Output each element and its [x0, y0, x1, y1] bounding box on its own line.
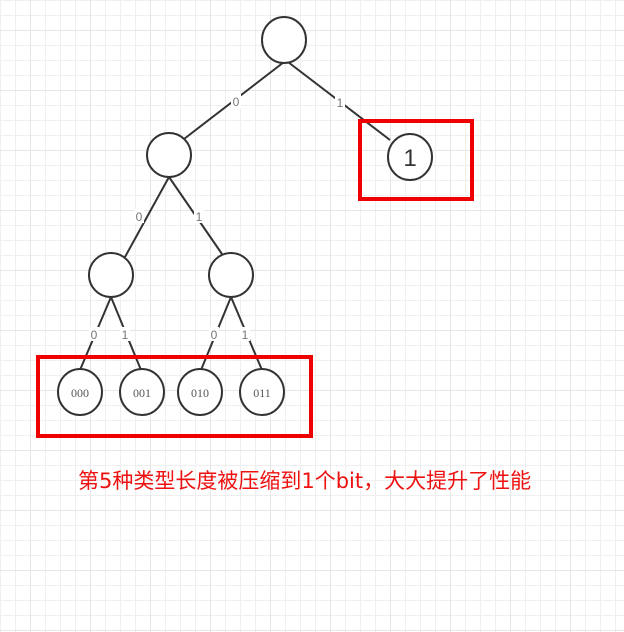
edge-label: 0 — [136, 210, 143, 224]
leaf-node-011 — [239, 368, 285, 416]
edge-label: 0 — [91, 328, 98, 342]
highlight-box-leaf-row — [36, 355, 313, 438]
leaf-node-010 — [177, 368, 223, 416]
edge-label: 0 — [211, 328, 218, 342]
edge-label: 1 — [122, 328, 129, 342]
node-label: 1 — [403, 145, 416, 172]
level2-right-node — [208, 252, 254, 298]
node-label: 000 — [71, 386, 89, 400]
caption-text: 第5种类型长度被压缩到1个bit，大大提升了性能 — [78, 469, 532, 493]
leaf-node-000 — [57, 368, 103, 416]
node-label: 010 — [191, 386, 209, 400]
node-label: 011 — [253, 386, 271, 400]
edge-label: 1 — [196, 210, 203, 224]
edge-l1-left-l2-left — [124, 176, 170, 258]
edge-labels: 0 1 0 1 0 1 0 1 — [89, 94, 345, 342]
node-label: 001 — [133, 386, 151, 400]
leaf-node-001 — [119, 368, 165, 416]
edge-label: 0 — [233, 95, 240, 109]
level1-left-node — [146, 132, 192, 178]
highlight-box-single-bit-node — [358, 119, 474, 201]
level1-right-node — [387, 133, 433, 181]
edge-label: 1 — [337, 96, 344, 110]
tree-nodes: 1 000 001 010 011 — [57, 16, 433, 416]
edge-label: 1 — [242, 328, 249, 342]
level2-left-node — [88, 252, 134, 298]
root-node — [261, 16, 307, 64]
